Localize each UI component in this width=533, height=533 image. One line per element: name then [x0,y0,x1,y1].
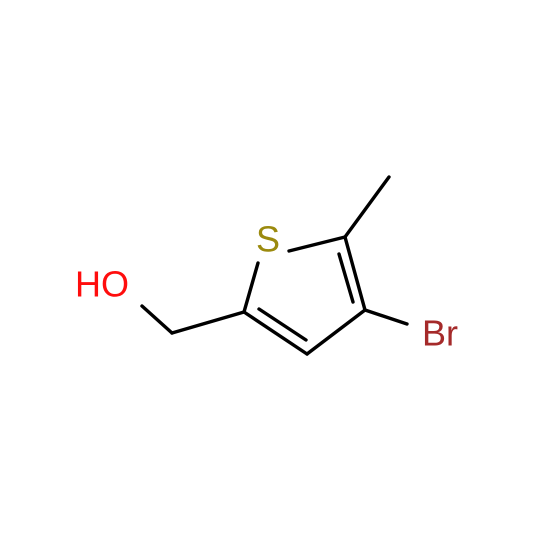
bond-ch2-o [140,304,174,335]
bond-c3-c2-inner [257,307,308,342]
bond-c5-c4-inner [337,252,355,304]
bond-c2-s [242,261,260,314]
bond-c4-br [363,308,409,326]
bond-s-c5 [287,235,347,253]
bond-c4-c3 [305,308,367,356]
bromine-atom-label: Br [422,313,458,354]
bond-c5-methyl [343,175,391,239]
bond-c3-c2 [242,310,309,356]
bond-c5-c4 [343,235,367,312]
bond-c2-ch2 [170,310,246,335]
sulfur-atom-label: S [256,219,280,260]
hydroxyl-label: HO [75,264,129,305]
